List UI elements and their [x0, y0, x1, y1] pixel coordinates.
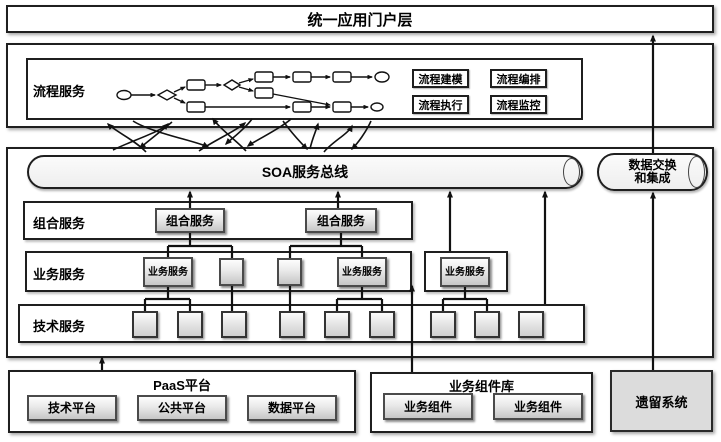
- business-service-box-3: [277, 258, 302, 286]
- cylinder-end-cap: [563, 158, 580, 186]
- business-service-box-4-label: 业务服务: [342, 266, 382, 278]
- tech-service-box: [369, 311, 395, 338]
- tech-service-box: [279, 311, 305, 338]
- portal-layer-bar: 统一应用门户层: [6, 5, 714, 33]
- tech-service-box: [177, 311, 203, 338]
- process-orchestration-label: 流程编排: [496, 73, 541, 86]
- process-monitoring-button: 流程监控: [490, 95, 547, 114]
- business-service-box-5: 业务服务: [440, 257, 490, 287]
- tech-service-box: [430, 311, 456, 338]
- tech-service-box: [132, 311, 158, 338]
- tech-service-box: [474, 311, 500, 338]
- legacy-system-box: 遗留系统: [610, 370, 713, 432]
- paas-platform-title-text: PaaS平台: [153, 378, 211, 393]
- business-service-box-1-label: 业务服务: [148, 266, 188, 278]
- process-monitoring-label: 流程监控: [496, 99, 541, 112]
- composite-service-box-1-label: 组合服务: [165, 213, 214, 228]
- business-service-box-5-label: 业务服务: [445, 266, 485, 278]
- business-component-2-label: 业务组件: [513, 399, 562, 414]
- data-platform-box: 数据平台: [247, 395, 337, 421]
- business-service-box-1: 业务服务: [143, 257, 193, 287]
- public-platform-label: 公共平台: [157, 401, 206, 415]
- public-platform-box: 公共平台: [137, 395, 227, 421]
- tech-service-box: [221, 311, 247, 338]
- composite-service-box-2: 组合服务: [305, 208, 377, 233]
- soa-service-bus-label: SOA服务总线: [261, 164, 349, 180]
- data-platform-label: 数据平台: [267, 401, 316, 415]
- soa-service-bus: SOA服务总线: [27, 155, 583, 189]
- tech-platform-box: 技术平台: [27, 395, 117, 421]
- legacy-system-label: 遗留系统: [635, 394, 688, 410]
- business-component-library-title-text: 业务组件库: [448, 379, 514, 394]
- process-execution-label: 流程执行: [418, 99, 463, 112]
- composite-service-box-2-label: 组合服务: [316, 213, 365, 228]
- data-exchange-label-line1: 数据交换: [628, 158, 677, 172]
- process-modeling-button: 流程建模: [412, 69, 469, 88]
- business-component-box-1: 业务组件: [383, 393, 473, 420]
- tech-services-row-label: 技术服务: [33, 319, 86, 334]
- composite-service-box-1: 组合服务: [155, 208, 225, 233]
- tech-service-box: [518, 311, 544, 338]
- tech-service-box: [324, 311, 350, 338]
- data-exchange-label-line2: 和集成: [634, 171, 671, 185]
- business-component-box-2: 业务组件: [493, 393, 583, 420]
- composite-services-row-label: 组合服务: [33, 216, 86, 231]
- business-services-row-label: 业务服务: [33, 267, 86, 282]
- business-service-box-4: 业务服务: [337, 257, 387, 287]
- business-component-1-label: 业务组件: [403, 399, 452, 414]
- process-services-label: 流程服务: [33, 84, 86, 99]
- data-exchange-cylinder: 数据交换 和集成: [597, 153, 708, 191]
- portal-layer-title: 统一应用门户层: [307, 11, 413, 29]
- business-service-box-2: [219, 258, 244, 286]
- paas-platform-title: PaaS平台: [8, 375, 356, 394]
- process-modeling-label: 流程建模: [418, 73, 463, 86]
- process-execution-button: 流程执行: [412, 95, 469, 114]
- tech-platform-label: 技术平台: [47, 401, 96, 415]
- cylinder-end-cap: [688, 156, 705, 188]
- business-component-library-title: 业务组件库: [370, 376, 593, 395]
- process-orchestration-button: 流程编排: [490, 69, 547, 88]
